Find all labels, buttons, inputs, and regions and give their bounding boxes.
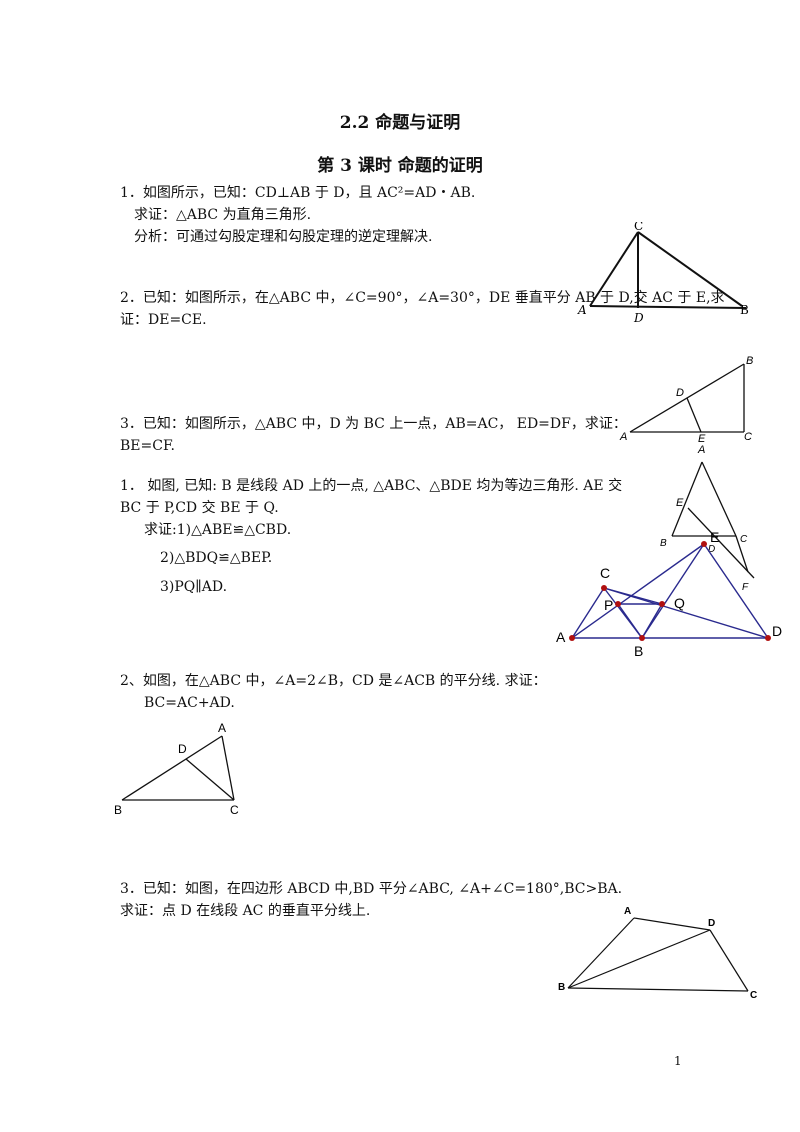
fig2-label-C: C [744,431,752,443]
p2-line2: 证：DE=CE. [120,312,207,328]
q1-line4: 2)△BDQ≌△BEP. [160,550,273,566]
fig5-label-D: D [178,742,187,756]
fig6-label-C: C [750,990,757,1001]
figure-6: A D B C [558,906,757,1001]
q1-line3: 求证:1)△ABE≌△CBD. [144,522,292,538]
figure-3: A E B D C F [660,444,755,592]
fig4-label-Q: Q [674,595,685,611]
p1-line2: 求证：△ABC 为直角三角形. [134,207,312,223]
figure-2: B D A E C [619,355,753,445]
q2-line1: 2、如图，在△ABC 中，∠A=2∠B，CD 是∠ACB 的平分线. 求证： [120,673,547,689]
title-section: 2.2 命题与证明 [339,113,461,133]
q2-line2: BC=AC+AD. [144,695,235,711]
q1-line2: BC 于 P,CD 交 BE 于 Q. [120,500,279,516]
q3-line2: 求证：点 D 在线段 AC 的垂直平分线上. [120,903,371,919]
fig3-label-E: E [676,497,684,509]
p1-line1: 1．如图所示，已知：CD⊥AB 于 D，且 AC²=AD・AB. [120,185,476,201]
fig3-label-F: F [742,582,749,592]
fig4-label-B: B [634,643,643,658]
p3-line1: 3．已知：如图所示，△ABC 中，D 为 BC 上一点，AB=AC， ED=DF… [120,416,627,432]
q3-line1: 3．已知：如图，在四边形 ABCD 中,BD 平分∠ABC, ∠A+∠C=180… [120,881,623,897]
fig5-label-A: A [218,721,226,735]
p3-line2: BE=CF. [120,438,175,454]
fig5-label-C: C [230,803,239,817]
fig3-label-A: A [697,444,705,456]
fig4-label-E: E [710,530,719,545]
fig6-label-B: B [558,982,565,993]
fig4-label-D: D [772,623,782,639]
page-number: 1 [674,1054,682,1068]
fig4-label-P: P [604,597,613,613]
figure-1: C A D B [577,222,749,325]
fig1-label-B: B [740,303,749,317]
fig3-label-B: B [660,538,667,549]
fig5-label-B: B [114,803,122,817]
figure-4: C E P Q A B D [556,530,782,658]
q1-line5: 3)PQ∥AD. [160,579,228,595]
fig3-label-D: D [708,544,715,555]
fig2-label-E: E [698,433,706,445]
fig6-label-D: D [708,918,715,929]
p2-line1: 2．已知：如图所示，在△ABC 中，∠C=90°，∠A=30°，DE 垂直平分 … [120,290,725,306]
fig1-label-C: C [634,222,643,233]
q1-line1: 1． 如图, 已知: B 是线段 AD 上的一点, △ABC、△BDE 均为等边… [120,478,623,494]
title-lesson: 第 3 课时 命题的证明 [317,156,483,176]
fig3-label-C: C [740,534,748,545]
p1-line3: 分析：可通过勾股定理和勾股定理的逆定理解决. [134,229,433,245]
fig2-label-D: D [676,387,684,399]
figure-5: A D B C [114,721,239,817]
fig2-label-B: B [746,355,753,367]
fig2-label-A: A [619,431,627,443]
fig4-label-A: A [556,629,566,645]
fig4-label-C: C [600,565,610,581]
fig1-label-A: A [577,303,587,317]
fig1-label-D: D [633,311,644,325]
fig6-label-A: A [624,906,631,917]
